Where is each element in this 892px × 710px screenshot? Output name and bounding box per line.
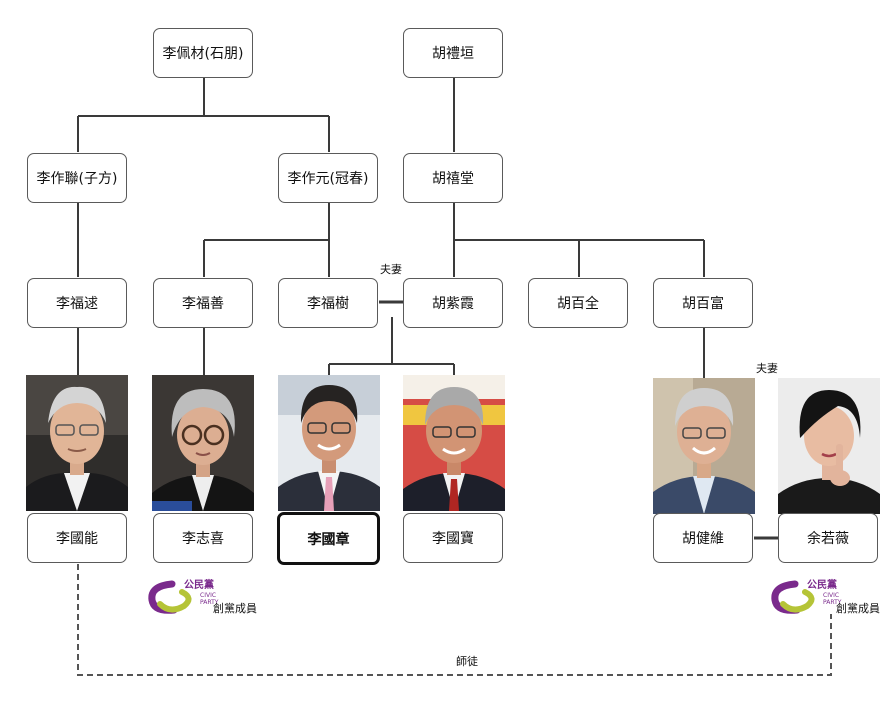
- person-li-guozhang: 李國章: [277, 512, 380, 565]
- logo-text-en: PARTY: [200, 599, 219, 606]
- person-hu-baifu: 胡百富: [653, 278, 753, 328]
- person-li-zuolian: 李作聯(子方): [27, 153, 127, 203]
- portrait-photo-hu-jianwei: [653, 378, 755, 514]
- person-li-zhixi: 李志喜: [153, 513, 253, 563]
- person-hu-baiquan: 胡百全: [528, 278, 628, 328]
- person-yu-ruowei: 余若薇: [778, 513, 878, 563]
- founding-member-label: 創黨成員: [213, 602, 257, 615]
- person-hu-liyuan: 胡禮垣: [403, 28, 503, 78]
- portrait-photo-li-guobao: [403, 375, 505, 511]
- portrait-photo-li-guozhang: [278, 375, 380, 511]
- founding-member-label: 創黨成員: [836, 602, 880, 615]
- person-li-guobao: 李國寶: [403, 513, 503, 563]
- spouse-label: 夫妻: [756, 362, 778, 375]
- person-li-peicai: 李佩材(石朋): [153, 28, 253, 78]
- spouse-label: 夫妻: [380, 263, 402, 276]
- person-li-fushan: 李福善: [153, 278, 253, 328]
- civic-party-logo: 公民黨 CIVIC PARTY: [146, 578, 230, 616]
- mentor-label: 師徒: [456, 655, 478, 668]
- portrait-photo-yu-ruowei: [778, 378, 880, 514]
- person-hu-jianwei: 胡健維: [653, 513, 753, 563]
- person-li-guoneng: 李國能: [27, 513, 127, 563]
- civic-party-logo: 公民黨 CIVIC PARTY: [769, 578, 853, 616]
- logo-text-cn: 公民黨: [807, 578, 837, 591]
- portrait-photo-li-guoneng: [26, 375, 128, 511]
- person-li-zuoyuan: 李作元(冠春): [278, 153, 378, 203]
- logo-text-en: CIVIC: [823, 592, 839, 599]
- portrait-photo-li-zhixi: [152, 375, 254, 511]
- logo-text-cn: 公民黨: [184, 578, 214, 591]
- logo-text-en: CIVIC: [200, 592, 216, 599]
- person-hu-xitang: 胡禧堂: [403, 153, 503, 203]
- person-hu-zixia: 胡紫霞: [403, 278, 503, 328]
- logo-text-en: PARTY: [823, 599, 842, 606]
- person-li-fuqiu: 李福逑: [27, 278, 127, 328]
- person-li-fushu: 李福樹: [278, 278, 378, 328]
